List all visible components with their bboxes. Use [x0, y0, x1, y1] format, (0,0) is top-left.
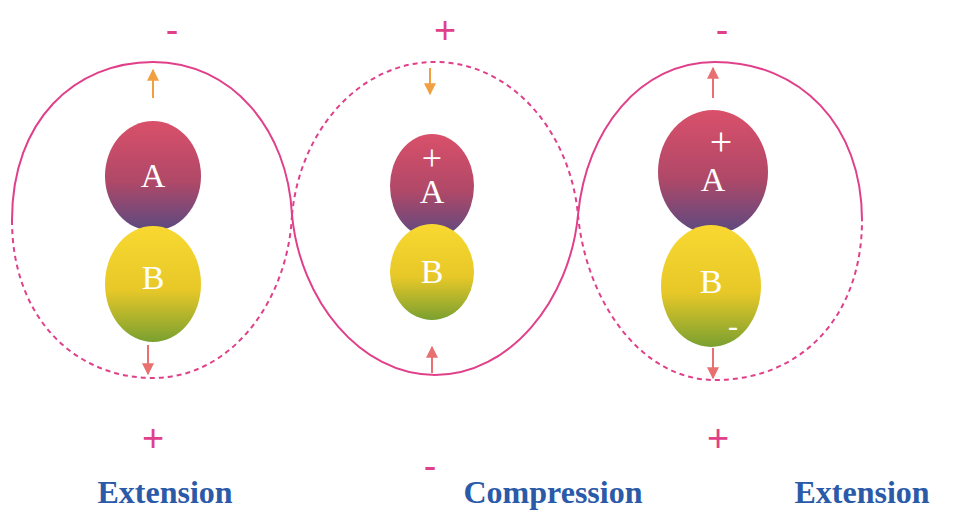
charge-sign: +: [434, 11, 456, 49]
particle-a: +A: [390, 134, 474, 238]
charge-sign: +: [707, 419, 729, 457]
charge-sign: -: [424, 447, 437, 485]
motion-arrow: [712, 68, 714, 98]
particle-a: A: [105, 121, 201, 231]
charge-sign: -: [716, 11, 729, 49]
outline-dashed: [12, 215, 292, 378]
node-text: -: [728, 311, 738, 341]
node-text: B: [700, 265, 723, 299]
outline-solid: [292, 215, 578, 375]
outline-dashed: [578, 215, 862, 380]
node-text: A: [701, 163, 726, 197]
particle-b: B-: [661, 225, 761, 347]
motion-arrow: [712, 348, 714, 378]
charge-sign: +: [142, 419, 164, 457]
node-text: B: [142, 261, 165, 295]
state-label: Compression: [464, 476, 643, 508]
particle-b: B: [390, 224, 474, 320]
particle-a: +A: [658, 110, 768, 234]
charge-sign: -: [166, 11, 179, 49]
particle-b: B: [105, 226, 201, 342]
motion-arrow: [431, 347, 433, 373]
node-text: +: [422, 140, 442, 176]
particle-fill: [105, 121, 201, 231]
state-label: Extension: [794, 476, 929, 508]
node-text: B: [421, 255, 444, 289]
particle-fill: [390, 224, 474, 320]
motion-arrow: [152, 70, 154, 98]
node-text: A: [420, 175, 445, 209]
motion-arrow: [147, 345, 149, 374]
particle-fill: [390, 134, 474, 238]
state-label: Extension: [97, 476, 232, 508]
outline-solid: [578, 62, 862, 220]
particle-fill: [658, 110, 768, 234]
motion-arrow: [429, 68, 431, 94]
particle-fill: [105, 226, 201, 342]
particle-fill: [661, 225, 761, 347]
node-text: A: [141, 159, 166, 193]
node-text: +: [710, 122, 733, 162]
